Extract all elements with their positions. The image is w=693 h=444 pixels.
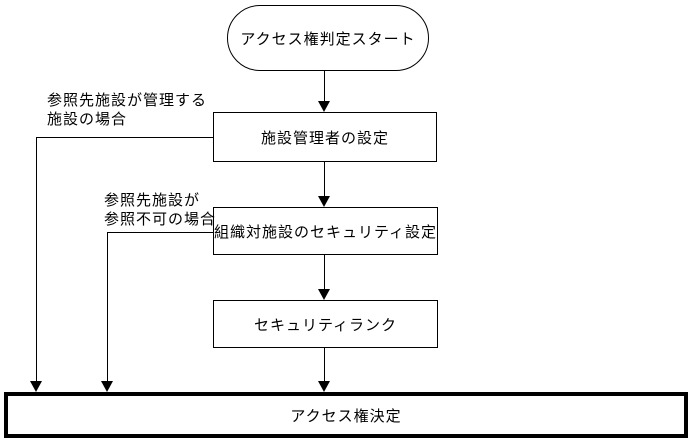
- connector-step1-step2-arrowhead-icon: [318, 196, 330, 207]
- branch1-label-line1: 参照先施設が管理する: [47, 91, 208, 109]
- end-node: アクセス権決定: [4, 392, 688, 438]
- branch2-horizontal-line: [107, 232, 213, 233]
- branch1-horizontal-line: [36, 137, 213, 138]
- connector-step1-step2-line: [324, 162, 325, 196]
- branch1-label: 参照先施設が管理する 施設の場合: [47, 91, 207, 129]
- branch2-label-line1: 参照先施設が: [104, 191, 201, 209]
- branch2-label: 参照先施設が 参照不可の場合: [104, 191, 216, 229]
- branch1-vertical-line: [36, 137, 37, 381]
- step2-node: 組織対施設のセキュリティ設定: [213, 207, 438, 255]
- branch1-arrowhead-icon: [30, 381, 42, 392]
- step1-node: 施設管理者の設定: [213, 112, 437, 162]
- connector-step2-step3-line: [324, 255, 325, 289]
- branch2-vertical-line: [107, 232, 108, 381]
- start-node: アクセス権判定スタート: [227, 5, 429, 71]
- connector-step3-end-line: [324, 348, 325, 381]
- connector-start-step1-line: [324, 71, 325, 102]
- connector-step2-step3-arrowhead-icon: [318, 289, 330, 300]
- branch2-arrowhead-icon: [101, 381, 113, 392]
- connector-step3-end-arrowhead-icon: [318, 381, 330, 392]
- branch1-label-line2: 施設の場合: [47, 110, 128, 128]
- connector-start-step1-arrowhead-icon: [318, 101, 330, 112]
- branch2-label-line2: 参照不可の場合: [104, 210, 217, 228]
- step3-node: セキュリティランク: [213, 300, 438, 348]
